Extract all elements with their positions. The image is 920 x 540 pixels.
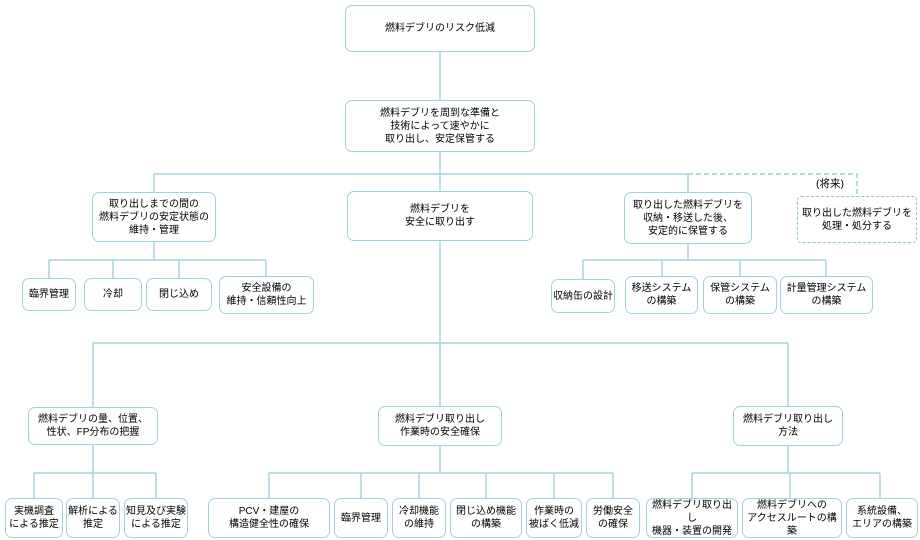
node-stable-storage: 取り出した燃料デブリを 収納・移送した後、 安定的に保管する [624, 192, 752, 244]
node-retrieval-equipment-dev: 燃料デブリ取り出し 機器・装置の開発 [646, 498, 738, 538]
node-occupational-safety: 労働安全 の確保 [586, 498, 640, 538]
node-pcv-building-integrity: PCV・建屋の 構造健全性の確保 [208, 498, 330, 538]
node-storage-system: 保管システム の構築 [703, 276, 777, 314]
node-knowledge-experiment-estimation: 知見及び実験 による推定 [124, 498, 188, 538]
node-confinement-function: 閉じ込め機能 の構築 [450, 498, 522, 538]
node-risk-reduction: 燃料デブリのリスク低減 [345, 5, 535, 52]
node-retrieval-method: 燃料デブリ取り出し 方法 [733, 406, 843, 446]
node-cooling: 冷却 [84, 278, 142, 311]
node-criticality-control-2: 臨界管理 [334, 498, 388, 538]
node-confinement: 閉じ込め [146, 278, 212, 311]
node-exposure-reduction: 作業時の 被ばく低減 [526, 498, 582, 538]
node-transfer-system: 移送システム の構築 [625, 276, 698, 314]
node-cooling-function: 冷却機能 の維持 [392, 498, 446, 538]
node-retrieval-work-safety: 燃料デブリ取り出し 作業時の安全確保 [378, 406, 502, 446]
node-analysis-estimation: 解析による 推定 [66, 498, 120, 538]
node-debris-characterization: 燃料デブリの量、位置、 性状、FP分布の把握 [28, 407, 158, 445]
node-safety-equipment: 安全設備の 維持・信頼性向上 [219, 276, 314, 314]
node-accounting-system: 計量管理システム の構築 [780, 276, 873, 314]
node-system-area: 系統設備、 エリアの構築 [846, 498, 918, 538]
connector-line-dashed [688, 173, 858, 196]
node-canister-design: 収納缶の設計 [551, 279, 615, 313]
node-safe-retrieval: 燃料デブリを 安全に取り出す [347, 191, 533, 241]
future-label: (将来) [816, 178, 844, 190]
node-stable-state-maintenance: 取り出しまでの間の 燃料デブリの安定状態の 維持・管理 [92, 192, 216, 242]
node-criticality-control: 臨界管理 [22, 278, 76, 311]
node-access-route: 燃料デブリへの アクセスルートの構築 [742, 498, 842, 538]
node-onsite-survey-estimation: 実機調査 による推定 [5, 498, 63, 538]
node-prompt-retrieval-policy: 燃料デブリを周到な準備と 技術によって速やかに 取り出し、安定保管する [345, 100, 535, 152]
node-future-disposal: 取り出した燃料デブリを 処理・処分する [797, 196, 917, 243]
